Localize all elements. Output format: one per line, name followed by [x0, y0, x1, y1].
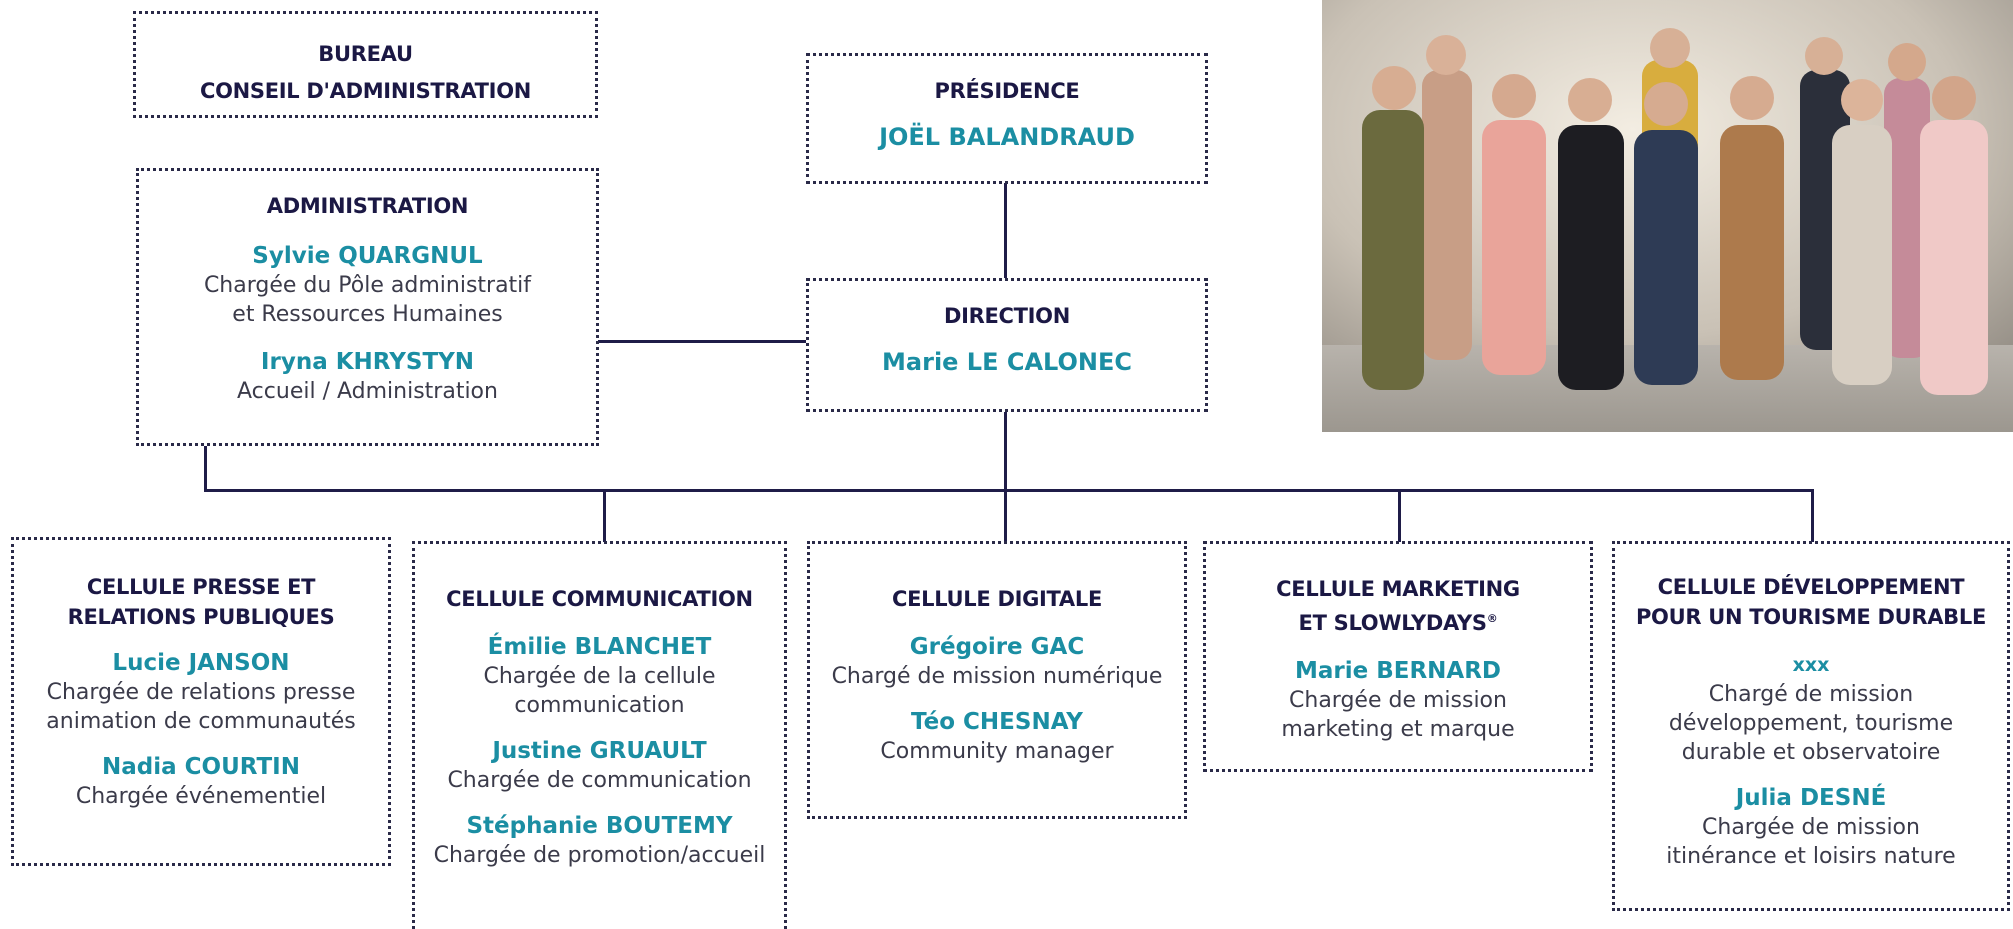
member-role: et Ressources Humaines [232, 302, 503, 327]
member-role: animation de communautés [46, 709, 356, 734]
member-name: Émilie BLANCHET [487, 634, 712, 660]
administration-box: ADMINISTRATION Sylvie QUARGNUL Chargée d… [136, 168, 599, 446]
direction-box: DIRECTION Marie LE CALONEC [806, 278, 1208, 412]
member-name: Justine GRUAULT [492, 738, 707, 764]
presidence-title: PRÉSIDENCE [934, 79, 1080, 103]
member-name: Lucie JANSON [112, 650, 290, 676]
connector-horizontal-bus [204, 489, 1814, 492]
presidence-box: PRÉSIDENCE JOËL BALANDRAUD [806, 53, 1208, 184]
cellule-presse-box: CELLULE PRESSE ET RELATIONS PUBLIQUES Lu… [11, 537, 391, 866]
member-role: Community manager [880, 739, 1114, 764]
member-role: Chargé de mission numérique [831, 664, 1163, 689]
registered-mark: ® [1486, 612, 1498, 625]
member-name: Iryna KHRYSTYN [260, 349, 475, 375]
connector-direction-down [1004, 412, 1007, 542]
direction-title: DIRECTION [943, 304, 1071, 328]
conseil-title: CONSEIL D'ADMINISTRATION [199, 79, 532, 103]
people-front-row [1362, 66, 1988, 395]
bureau-box: BUREAU CONSEIL D'ADMINISTRATION [133, 11, 598, 118]
member-role: marketing et marque [1281, 717, 1515, 742]
administration-title: ADMINISTRATION [266, 194, 469, 218]
member-name: Nadia COURTIN [102, 754, 300, 780]
cellule-title: POUR UN TOURISME DURABLE [1635, 605, 1987, 629]
presidence-name: JOËL BALANDRAUD [879, 123, 1135, 151]
cellule-title: CELLULE MARKETING [1276, 577, 1520, 601]
cellule-title: CELLULE DIGITALE [891, 587, 1103, 611]
cellule-developpement-box: CELLULE DÉVELOPPEMENT POUR UN TOURISME D… [1612, 541, 2010, 911]
cellule-communication-box: CELLULE COMMUNICATION Émilie BLANCHET Ch… [412, 541, 787, 929]
connector-presidence-direction [1004, 183, 1007, 278]
team-photo [1322, 0, 2013, 432]
cellule-title: ET SLOWLYDAYS® [1206, 604, 1590, 638]
member-name: Sylvie QUARGNUL [252, 243, 483, 269]
member-role: Accueil / Administration [237, 379, 498, 404]
member-role: Chargée du Pôle administratif [203, 273, 532, 298]
connector-admin-down [204, 446, 207, 491]
cellule-title-text: ET SLOWLYDAYS [1298, 611, 1487, 635]
connector-cellule-developpement [1811, 489, 1814, 542]
cellule-title: CELLULE DÉVELOPPEMENT [1657, 575, 1965, 599]
member-role: Chargée de promotion/accueil [433, 843, 766, 868]
cellule-marketing-box: CELLULE MARKETING ET SLOWLYDAYS® Marie B… [1203, 541, 1593, 772]
member-role: Chargée de communication [447, 768, 752, 793]
member-name: Stéphanie BOUTEMY [466, 813, 733, 839]
direction-name: Marie LE CALONEC [882, 348, 1132, 376]
cellule-title: RELATIONS PUBLIQUES [67, 605, 335, 629]
member-role: Chargée de mission [1289, 688, 1507, 713]
member-role: itinérance et loisirs nature [1666, 844, 1956, 869]
member-name: xxx [1792, 654, 1830, 676]
member-role: Chargée de mission [1702, 815, 1920, 840]
member-role: Chargée événementiel [75, 784, 327, 809]
connector-admin-direction [598, 340, 806, 343]
connector-cellule-marketing [1398, 489, 1401, 542]
member-role: Chargée de relations presse [46, 680, 356, 705]
member-name: Grégoire GAC [909, 634, 1085, 660]
member-role: Chargé de mission [1708, 682, 1914, 707]
cellule-digitale-box: CELLULE DIGITALE Grégoire GAC Chargé de … [807, 541, 1187, 819]
member-role: communication [514, 693, 685, 718]
member-role: Chargée de la cellule [483, 664, 716, 689]
cellule-title: CELLULE PRESSE ET [86, 575, 316, 599]
member-name: Marie BERNARD [1294, 658, 1502, 684]
member-name: Téo CHESNAY [911, 709, 1083, 735]
team-photo-graphic [1322, 0, 2013, 432]
member-role: durable et observatoire [1681, 740, 1941, 765]
bureau-title: BUREAU [318, 42, 413, 66]
member-name: Julia DESNÉ [1735, 785, 1887, 811]
member-role: développement, tourisme [1668, 711, 1954, 736]
connector-cellule-communication [603, 489, 606, 542]
cellule-title: CELLULE COMMUNICATION [446, 587, 753, 611]
